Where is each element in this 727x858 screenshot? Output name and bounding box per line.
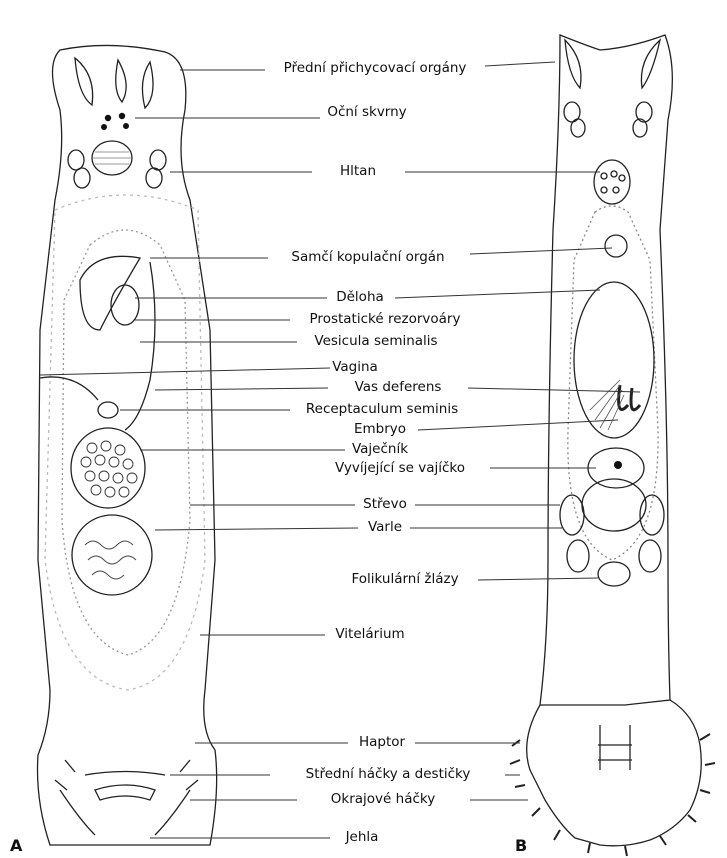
specimen-b-anterior-organs xyxy=(564,40,660,137)
specimen-a-ovary xyxy=(71,428,145,508)
specimen-a-prostatic-reservoir xyxy=(111,285,139,325)
specimen-a-copulatory-organ xyxy=(80,256,140,330)
label-haptor: Haptor xyxy=(359,734,405,750)
leader-embryo xyxy=(418,420,618,430)
leader-vas-deferens xyxy=(155,388,328,390)
specimen-b-ovary xyxy=(582,479,646,531)
label-intestine: Střevo xyxy=(363,496,407,512)
leader-testis xyxy=(155,528,358,530)
label-vesicula: Vesicula seminalis xyxy=(314,333,437,349)
specimen-a-eyespots xyxy=(101,113,129,130)
specimen-b-uterus xyxy=(574,282,654,438)
label-middle-hooks: Střední háčky a destičky xyxy=(306,766,471,782)
specimen-a-receptaculum xyxy=(98,402,118,418)
label-ovary: Vaječník xyxy=(352,441,408,457)
specimen-b-embryo xyxy=(619,385,640,410)
label-vitellarium: Vitelárium xyxy=(335,626,404,642)
specimen-a-ovary-cells xyxy=(81,441,137,497)
specimen-a-anterior-organs xyxy=(68,58,166,188)
label-embryo: Embryo xyxy=(354,421,406,437)
specimen-b xyxy=(510,35,715,856)
specimen-a-vas-deferens xyxy=(125,262,155,430)
specimen-b-follicular-gland-left xyxy=(567,540,589,572)
label-vagina: Vagina xyxy=(332,359,378,375)
specimen-b-pharynx xyxy=(594,160,630,204)
specimen-a-vitellarium xyxy=(45,195,205,690)
leader-follicular xyxy=(478,578,598,580)
label-uterus: Děloha xyxy=(336,289,384,305)
label-marginal-hooks: Okrajové háčky xyxy=(331,791,435,807)
label-follicular: Folikulární žlázy xyxy=(351,571,458,587)
specimen-b-testis-left xyxy=(560,495,584,535)
specimen-a-vagina xyxy=(40,377,98,400)
specimen-a-haptor xyxy=(55,760,198,835)
specimen-a xyxy=(38,45,217,845)
label-developing-egg: Vyvíjející se vajíčko xyxy=(335,460,465,476)
specimen-b-copulatory-organ xyxy=(605,235,627,257)
label-needle: Jehla xyxy=(346,829,379,845)
label-pharynx: Hltan xyxy=(340,163,376,179)
panel-label-b: B xyxy=(515,836,527,855)
panel-label-a: A xyxy=(10,836,22,855)
label-anterior-organs: Přední přichycovací orgány xyxy=(284,60,467,76)
specimen-a-intestine xyxy=(62,230,190,655)
label-vas-deferens: Vas deferens xyxy=(355,379,442,395)
specimen-b-intestine xyxy=(568,206,658,560)
specimen-b-haptor xyxy=(510,700,715,856)
specimen-b-follicular-gland-center xyxy=(598,562,630,586)
label-testis: Varle xyxy=(368,519,402,535)
label-receptaculum: Receptaculum seminis xyxy=(306,401,458,417)
specimen-a-testis xyxy=(72,515,152,595)
specimen-a-body-outline xyxy=(38,45,217,845)
label-copulatory-organ: Samčí kopulační orgán xyxy=(291,249,444,265)
specimen-b-body-outline xyxy=(540,35,672,705)
leader-vagina xyxy=(40,368,330,375)
specimen-b-follicular-gland-right xyxy=(639,540,661,572)
label-prostatic: Prostatické rezorvoáry xyxy=(310,311,461,327)
label-eyespots: Oční skvrny xyxy=(327,104,406,120)
